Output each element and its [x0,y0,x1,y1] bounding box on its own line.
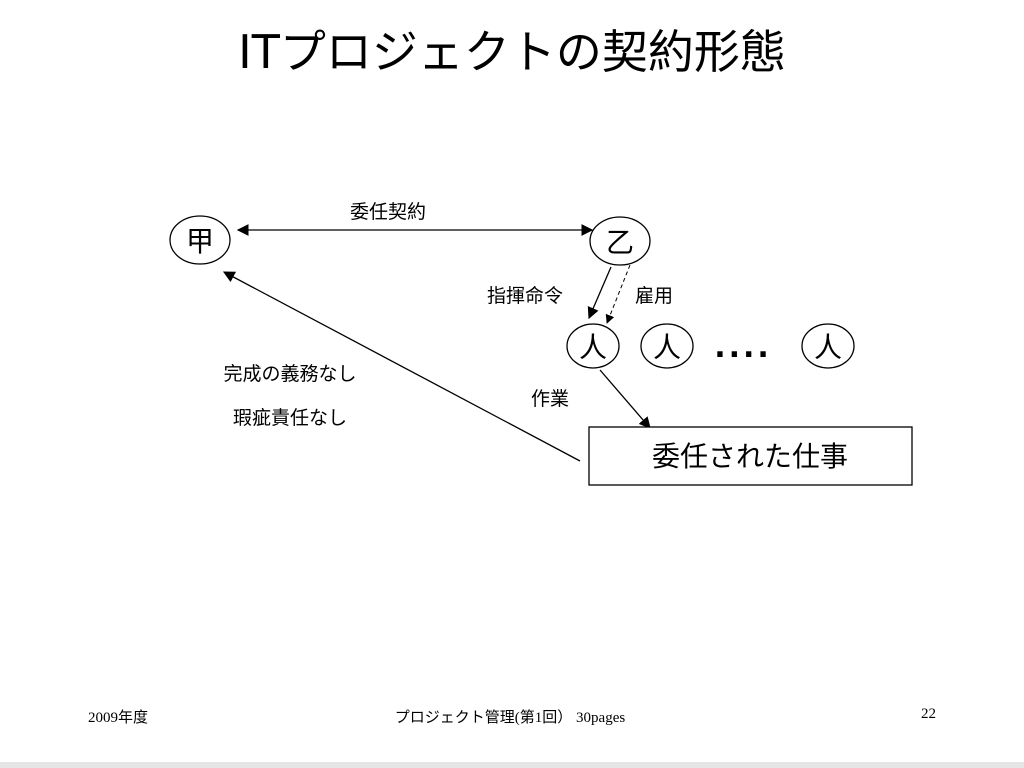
bottom-strip [0,762,1024,768]
node-person-2-label: 人 [653,331,681,364]
slide-title: ITプロジェクトの契約形態 [238,25,786,79]
employment-arrow [605,264,631,324]
footer-course: プロジェクト管理(第1回） 30pages [394,710,626,726]
task-box: 委任された仕事 [588,426,913,486]
node-person-3-label: 人 [814,331,842,364]
node-otsu: 乙 [589,216,651,266]
label-no-completion-duty: 完成の義務なし [223,363,356,385]
ellipsis-text: .... [714,330,772,365]
task-box-label: 委任された仕事 [652,440,848,473]
node-otsu-label: 乙 [606,226,634,259]
label-work: 作業 [531,388,569,410]
label-employment: 雇用 [635,285,673,307]
node-person-2: 人 [640,323,694,369]
node-kou: 甲 [169,215,231,265]
command-arrow [587,266,612,320]
node-kou-label: 甲 [186,225,214,258]
node-person-1-label: 人 [579,331,607,364]
label-no-defect-liability: 瑕疵責任なし [233,407,347,429]
label-contract: 委任契約 [350,201,426,223]
label-command: 指揮命令 [487,285,563,307]
node-person-1: 人 [566,323,620,369]
work-arrow [599,369,651,429]
footer-page-number: 22 [921,706,936,722]
delivery-arrow [222,271,581,462]
footer-year: 2009年度 [88,710,149,726]
node-person-3: 人 [801,323,855,369]
